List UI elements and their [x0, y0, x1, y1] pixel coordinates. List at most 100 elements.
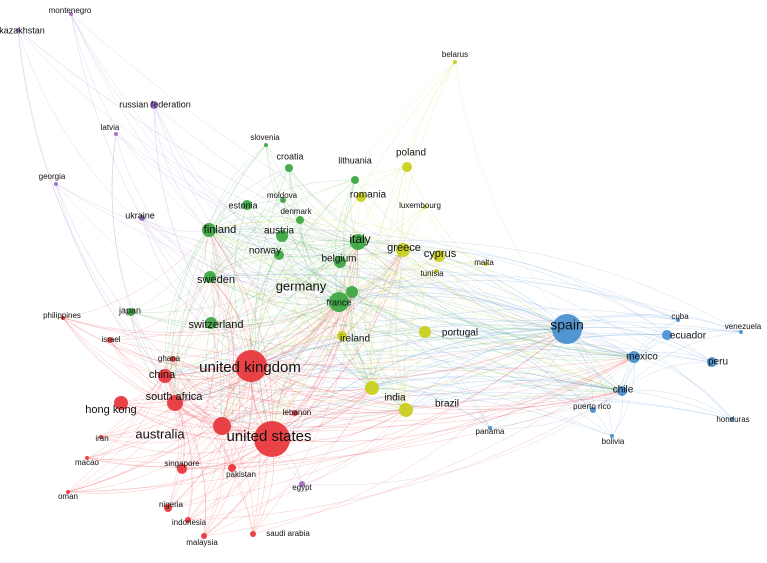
node-ecuador[interactable]	[662, 330, 672, 340]
node-greece[interactable]	[396, 243, 410, 257]
label-united-kingdom: united kingdom	[199, 359, 301, 376]
network-link	[338, 301, 623, 392]
node-united-states[interactable]	[254, 421, 290, 457]
network-link	[174, 402, 194, 521]
network-link	[438, 255, 623, 392]
node-bolivia[interactable]	[610, 434, 614, 438]
node-hong-kong[interactable]	[114, 396, 128, 410]
network-link	[357, 241, 407, 411]
network-link	[271, 61, 456, 440]
network-link	[351, 291, 635, 361]
node-venezuela[interactable]	[739, 330, 743, 334]
network-link	[250, 365, 407, 411]
node-brazil[interactable]	[399, 403, 413, 417]
node-latvia[interactable]	[114, 132, 118, 136]
node-germany[interactable]	[329, 292, 349, 312]
node-romania[interactable]	[356, 192, 366, 202]
node-croatia[interactable]	[285, 164, 293, 172]
node-ghana[interactable]	[170, 356, 176, 362]
node-cuba[interactable]	[676, 318, 680, 322]
node-sweden[interactable]	[204, 271, 216, 283]
node-belarus[interactable]	[453, 60, 457, 64]
node-indonesia[interactable]	[185, 517, 191, 523]
node-israel[interactable]	[107, 337, 113, 343]
node-united-kingdom[interactable]	[235, 350, 267, 382]
network-link	[208, 220, 404, 251]
network-link	[164, 241, 359, 377]
node-mexico[interactable]	[628, 351, 640, 363]
label-montenegro: montenegro	[49, 6, 92, 15]
node-estonia[interactable]	[242, 200, 252, 210]
node-portugal[interactable]	[419, 326, 431, 338]
node-honduras[interactable]	[730, 417, 734, 421]
node-poland[interactable]	[402, 162, 412, 172]
node-slovenia[interactable]	[264, 143, 268, 147]
node-norway[interactable]	[274, 250, 284, 260]
node-switzerland[interactable]	[205, 317, 217, 329]
node-malaysia[interactable]	[201, 533, 207, 539]
label-sweden: sweden	[197, 274, 235, 286]
network-link	[288, 167, 340, 303]
node-france[interactable]	[346, 286, 358, 298]
node-japan[interactable]	[127, 308, 135, 316]
node-puerto-rico[interactable]	[590, 407, 596, 413]
node-cyprus[interactable]	[433, 250, 445, 262]
node-lithuania[interactable]	[351, 176, 359, 184]
node-montenegro[interactable]	[69, 12, 73, 16]
node-singapore[interactable]	[177, 464, 187, 474]
node-india[interactable]	[365, 381, 379, 395]
node-australia[interactable]	[213, 417, 231, 435]
node-malta[interactable]	[484, 262, 488, 266]
network-link	[435, 270, 623, 392]
network-link	[370, 249, 404, 389]
node-moldova[interactable]	[280, 197, 286, 203]
network-link	[130, 301, 340, 327]
network-link	[164, 375, 193, 521]
node-luxembourg[interactable]	[423, 205, 427, 209]
network-link	[621, 334, 668, 392]
node-macao[interactable]	[85, 456, 89, 460]
node-belgium[interactable]	[334, 256, 346, 268]
node-kazakhstan[interactable]	[16, 28, 20, 32]
node-saudi-arabia[interactable]	[250, 531, 256, 537]
node-nigeria[interactable]	[164, 504, 172, 512]
label-kazakhstan: kazakhstan	[0, 25, 45, 35]
node-austria[interactable]	[276, 230, 288, 242]
network-link	[187, 409, 407, 521]
node-south-africa[interactable]	[167, 395, 183, 411]
node-peru[interactable]	[707, 357, 717, 367]
network-link	[271, 206, 426, 440]
node-ireland[interactable]	[337, 331, 347, 341]
label-denmark: denmark	[280, 207, 312, 216]
network-link	[164, 356, 635, 398]
network-link	[164, 249, 404, 377]
node-finland[interactable]	[202, 223, 216, 237]
network-link	[174, 241, 359, 404]
node-lebanon[interactable]	[292, 410, 298, 416]
node-philippines[interactable]	[61, 316, 65, 320]
node-panama[interactable]	[488, 426, 492, 430]
label-japan: japan	[118, 305, 141, 315]
network-link	[208, 215, 301, 231]
network-link	[164, 375, 254, 535]
node-russian-federation[interactable]	[150, 101, 158, 109]
node-tunisia[interactable]	[434, 269, 438, 273]
network-link	[62, 317, 252, 368]
network-link	[62, 317, 273, 440]
network-link	[86, 409, 407, 468]
node-georgia[interactable]	[54, 182, 58, 186]
network-link	[633, 356, 733, 420]
node-denmark[interactable]	[296, 216, 304, 224]
label-ukraine: ukraine	[125, 210, 155, 220]
label-portugal: portugal	[442, 328, 478, 339]
node-oman[interactable]	[66, 490, 70, 494]
node-chile[interactable]	[617, 386, 627, 396]
node-italy[interactable]	[350, 234, 366, 250]
node-pakistan[interactable]	[228, 464, 236, 472]
network-link	[164, 144, 267, 377]
node-spain[interactable]	[552, 314, 582, 344]
node-egypt[interactable]	[299, 481, 305, 487]
node-iran[interactable]	[99, 435, 103, 439]
node-china[interactable]	[158, 369, 172, 383]
node-ukraine[interactable]	[139, 215, 145, 221]
